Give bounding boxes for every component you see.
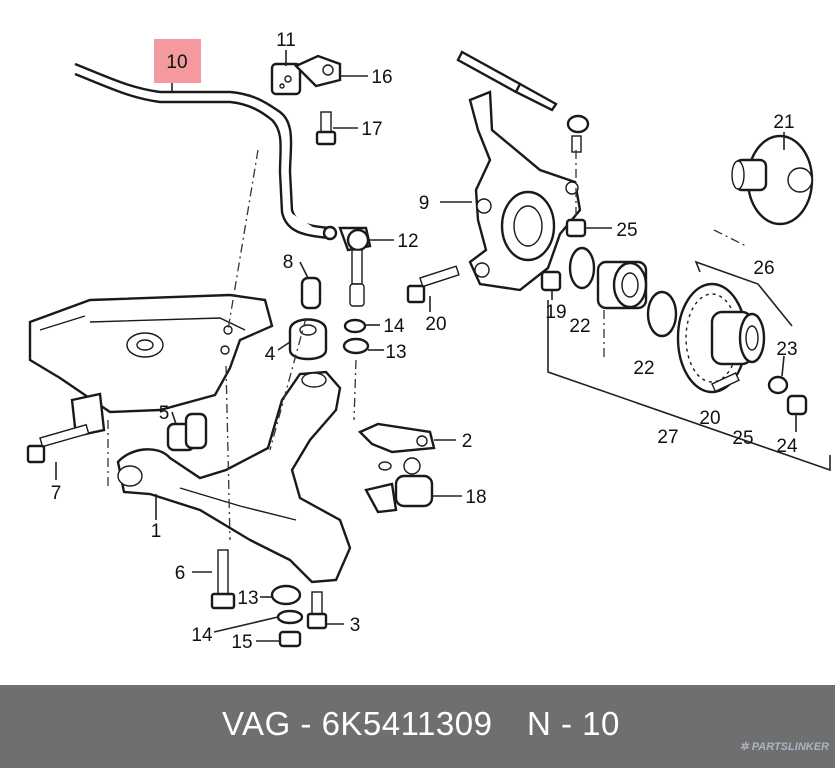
tie-rod	[456, 50, 590, 153]
nut-15	[278, 630, 302, 648]
bolt-3	[306, 591, 328, 630]
washer-14-right	[343, 318, 367, 334]
bush-5	[166, 412, 208, 452]
wheel-bearing	[596, 260, 648, 310]
hub-bolt	[711, 372, 740, 393]
callout-26[interactable]: 26	[753, 258, 774, 279]
callout-25-bottom[interactable]: 25	[732, 428, 753, 449]
nut-24	[786, 394, 808, 416]
callout-10[interactable]: 10	[166, 52, 187, 73]
part-number: VAG - 6K5411309	[222, 705, 493, 742]
callout-19[interactable]: 19	[545, 302, 566, 323]
brand-name: PARTSLINKER	[751, 741, 829, 753]
subframe	[28, 293, 274, 438]
callout-2[interactable]: 2	[462, 431, 473, 452]
callout-4[interactable]: 4	[265, 344, 276, 365]
wheel-hub	[676, 282, 766, 394]
callout-22-right[interactable]: 22	[633, 358, 654, 379]
callout-1[interactable]: 1	[151, 521, 162, 542]
callout-21[interactable]: 21	[773, 112, 794, 133]
callout-6[interactable]: 6	[175, 563, 186, 584]
callout-9[interactable]: 9	[419, 193, 430, 214]
control-arm	[116, 370, 352, 584]
callout-27[interactable]: 27	[657, 427, 678, 448]
bush-13-bottom	[270, 584, 302, 606]
callout-20-right[interactable]: 20	[699, 408, 720, 429]
bush-13-right	[342, 337, 370, 355]
callout-5[interactable]: 5	[159, 403, 170, 424]
callout-13-right[interactable]: 13	[385, 342, 406, 363]
washer-23	[767, 375, 789, 395]
callout-15[interactable]: 15	[231, 632, 252, 653]
callout-7[interactable]: 7	[51, 483, 62, 504]
circlip-22-rear	[646, 290, 678, 338]
brand-watermark: ✲ PARTSLINKER	[740, 740, 830, 753]
callout-11[interactable]: 11	[276, 30, 296, 51]
nut-25	[565, 218, 587, 238]
exploded-parts-diagram: 10 11 16 17 12 8 14 13 4 5 7 1 2 18 6 13…	[26, 30, 831, 653]
stabilizer-mount-clamp	[270, 54, 342, 96]
washer-14-bottom	[276, 609, 304, 625]
bolt-6	[210, 549, 236, 610]
coupling-rod	[338, 226, 372, 307]
wheel-bearing-housing	[468, 90, 582, 292]
bolt-20	[406, 265, 460, 304]
highlight-box[interactable]	[154, 39, 201, 83]
bolt-17	[315, 111, 337, 146]
wheel-hub-21	[731, 134, 814, 226]
ball-joint	[357, 422, 436, 514]
callout-22-left[interactable]: 22	[569, 316, 590, 337]
stabilizer-bar	[74, 62, 338, 241]
callout-3[interactable]: 3	[350, 615, 361, 636]
brand-logo-icon: ✲	[739, 741, 752, 753]
callout-14-bottom[interactable]: 14	[191, 625, 213, 646]
callout-25-top[interactable]: 25	[616, 220, 637, 241]
callout-18[interactable]: 18	[465, 487, 486, 508]
callout-16[interactable]: 16	[371, 67, 392, 88]
callout-14-right[interactable]: 14	[383, 316, 405, 337]
callout-20-left[interactable]: 20	[425, 314, 446, 335]
callout-24[interactable]: 24	[776, 436, 798, 457]
circlip-22-front	[568, 246, 596, 290]
callout-17[interactable]: 17	[361, 119, 382, 140]
bush-8	[300, 276, 322, 310]
position-number: N - 10	[527, 705, 620, 742]
callout-8[interactable]: 8	[283, 252, 294, 273]
nut-19	[540, 270, 562, 292]
bolt-7	[26, 423, 90, 464]
footer-bar: VAG - 6K5411309 N - 10 ✲ PARTSLINKER	[0, 685, 835, 768]
rubber-mount-4	[288, 318, 328, 361]
callout-12[interactable]: 12	[397, 231, 418, 252]
callout-23[interactable]: 23	[776, 339, 797, 360]
callout-13-bottom[interactable]: 13	[237, 588, 258, 609]
